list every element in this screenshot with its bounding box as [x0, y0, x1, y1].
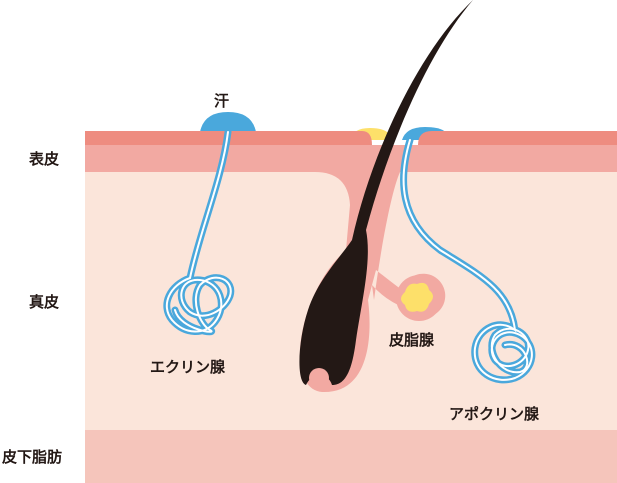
sweat-drop — [200, 112, 256, 132]
subcutaneous-layer — [85, 430, 617, 483]
label-subcutaneous: 皮下脂肪 — [2, 448, 63, 466]
label-dermis: 真皮 — [29, 293, 60, 311]
epidermis-top-right — [418, 131, 617, 145]
dermal-papilla — [309, 368, 329, 388]
apocrine-duct — [400, 136, 536, 384]
label-eccrine-gland: エクリン腺 — [150, 358, 226, 376]
hair — [299, 0, 473, 385]
epidermis-lower — [85, 145, 617, 172]
label-sebaceous-gland: 皮脂腺 — [389, 331, 435, 349]
label-sweat: 汗 — [214, 92, 230, 110]
sebum — [401, 282, 433, 312]
label-epidermis: 表皮 — [29, 150, 60, 168]
eccrine-duct — [163, 128, 235, 336]
label-apocrine-gland: アポクリン腺 — [449, 405, 540, 423]
